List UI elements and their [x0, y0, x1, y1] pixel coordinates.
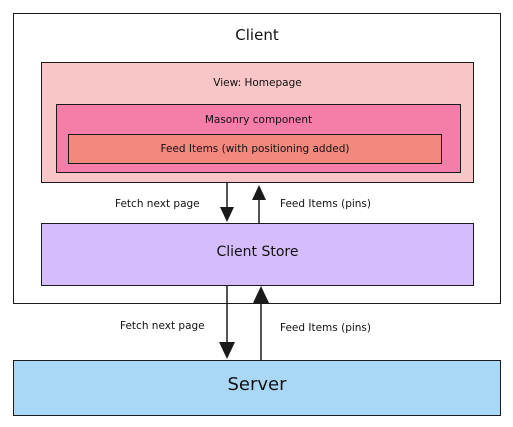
arrowhead-down-1 — [220, 207, 234, 222]
edge-label-feed-items-pins-1: Feed Items (pins) — [280, 198, 371, 210]
client-store-box — [41, 223, 474, 286]
view-homepage-label: View: Homepage — [213, 77, 302, 89]
arrowhead-up-1 — [252, 185, 266, 200]
server-label: Server — [227, 374, 287, 395]
edge-label-fetch-next-page-1: Fetch next page — [115, 198, 200, 210]
arrowhead-down-2 — [219, 342, 235, 359]
server-box — [13, 360, 501, 416]
feed-items-box — [68, 134, 442, 164]
client-label: Client — [235, 26, 279, 44]
feed-items-label: Feed Items (with positioning added) — [160, 143, 350, 155]
edge-label-feed-items-pins-2: Feed Items (pins) — [280, 322, 371, 334]
arrowhead-up-2 — [253, 286, 269, 303]
client-store-label: Client Store — [216, 244, 299, 260]
masonry-component-label: Masonry component — [204, 114, 313, 126]
edge-label-fetch-next-page-2: Fetch next page — [120, 320, 205, 332]
